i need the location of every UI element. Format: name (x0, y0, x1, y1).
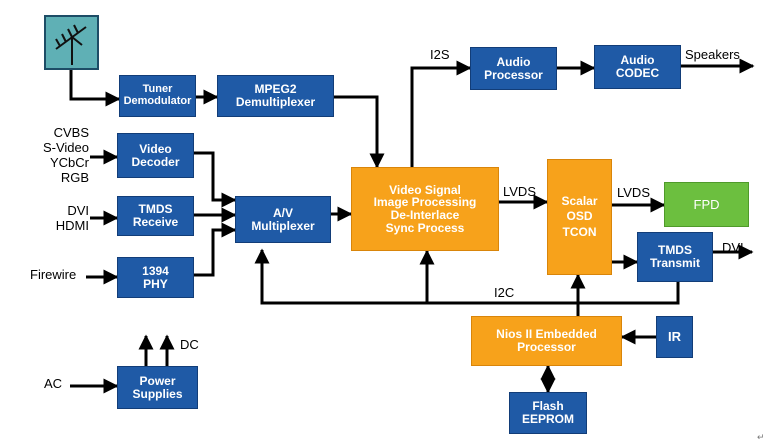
dc-label: DC (180, 337, 199, 352)
phy-to-mux-line (194, 222, 237, 277)
audio-codec-block: Audio CODEC (594, 45, 681, 89)
tmds-receive-block: TMDS Receive (117, 196, 194, 236)
speakers-label: Speakers (685, 47, 740, 62)
decoder-to-mux-line (194, 151, 237, 208)
tuner-demodulator-block: Tuner Demodulator (119, 75, 196, 117)
i2s-label: I2S (430, 47, 450, 62)
fpd-block: FPD (664, 182, 749, 227)
nios-ii-processor-block: Nios II Embedded Processor (471, 316, 622, 366)
i2s-line (410, 60, 472, 167)
phy-1394-block: 1394 PHY (117, 257, 194, 298)
power-supplies-block: Power Supplies (117, 366, 198, 409)
video-signal-processing-block: Video Signal Image Processing De-Interla… (351, 167, 499, 251)
ac-label: AC (44, 376, 63, 391)
mpeg2-to-video-proc-line (334, 95, 385, 169)
analog-inputs-label: CVBS S-Video YCbCr RGB (42, 125, 89, 185)
tmds-transmit-block: TMDS Transmit (637, 232, 713, 282)
digital-inputs-label: DVI HDMI (55, 203, 89, 233)
dvi-out-label: DVI (722, 240, 744, 255)
antenna-icon (44, 15, 99, 70)
i2c-label: I2C (494, 285, 515, 300)
lvds-out-label: LVDS (617, 185, 650, 200)
mpeg2-demultiplexer-block: MPEG2 Demultiplexer (217, 75, 334, 117)
video-decoder-block: Video Decoder (117, 133, 194, 178)
return-mark: ↵ (757, 432, 765, 442)
av-multiplexer-block: A/V Multiplexer (235, 196, 331, 243)
ir-block: IR (656, 316, 693, 358)
lvds-in-label: LVDS (503, 184, 536, 199)
scalar-osd-tcon-block: Scalar OSD TCON (547, 159, 612, 275)
firewire-label: Firewire (30, 267, 77, 282)
audio-processor-block: Audio Processor (470, 47, 557, 90)
antenna-to-tuner-line (69, 70, 121, 107)
flash-eeprom-block: Flash EEPROM (509, 392, 587, 434)
i2c-bus-line (254, 248, 680, 305)
